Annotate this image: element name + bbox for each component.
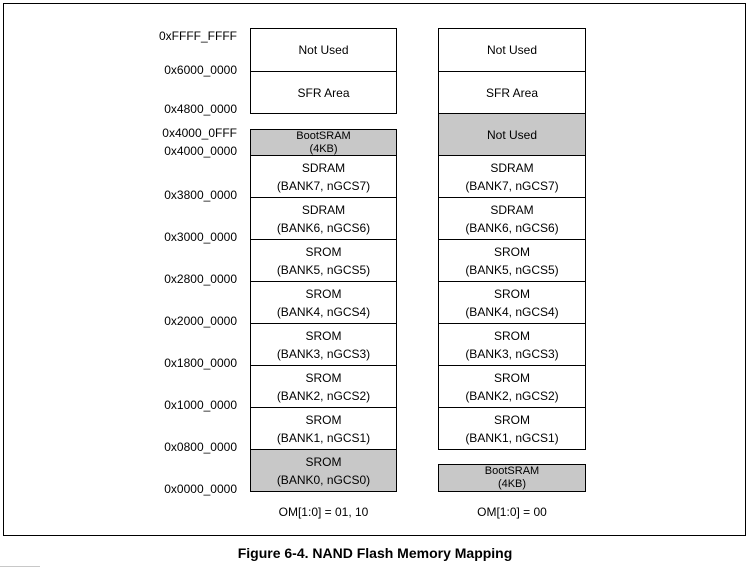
region-srom-bank1: SROM (BANK1, nGCS1) — [438, 407, 586, 450]
region-label: SROM — [305, 454, 342, 469]
figure-title: Figure 6-4. NAND Flash Memory Mapping — [237, 545, 513, 561]
region-not-used: Not Used — [438, 28, 586, 72]
region-bank: (BANK7, nGCS7) — [276, 178, 371, 193]
region-sdram-bank7: SDRAM (BANK7, nGCS7) — [438, 155, 586, 198]
divider — [0, 566, 40, 567]
address-label: 0x3800_0000 — [164, 188, 237, 202]
left-map-caption: OM[1:0] = 01, 10 — [278, 505, 369, 519]
address-label: 0xFFFF_FFFF — [159, 29, 237, 43]
region-srom-bank2: SROM (BANK2, nGCS2) — [250, 365, 397, 408]
address-label: 0x6000_0000 — [164, 63, 237, 77]
region-bank: (BANK7, nGCS7) — [465, 178, 559, 193]
region-label: SDRAM — [490, 202, 534, 217]
address-label: 0x1800_0000 — [164, 356, 237, 370]
region-srom-bank1: SROM (BANK1, nGCS1) — [250, 407, 397, 450]
region-bootsram: BootSRAM (4KB) — [250, 129, 397, 156]
region-bank: (BANK4, nGCS4) — [465, 304, 559, 319]
region-label: SFR Area — [297, 85, 350, 100]
region-sdram-bank6: SDRAM (BANK6, nGCS6) — [438, 197, 586, 240]
region-bank: (BANK3, nGCS3) — [276, 346, 371, 361]
region-label: SROM — [494, 370, 530, 385]
address-label: 0x3000_0000 — [164, 230, 237, 244]
region-not-used: Not Used — [438, 113, 586, 156]
region-srom-bank5: SROM (BANK5, nGCS5) — [250, 239, 397, 282]
region-label: Not Used — [298, 43, 349, 57]
region-bank: (BANK5, nGCS5) — [465, 262, 559, 277]
region-bootsram: BootSRAM (4KB) — [438, 464, 586, 492]
region-label: SROM — [494, 328, 530, 343]
region-bank: (BANK4, nGCS4) — [276, 304, 371, 319]
region-sdram-bank7: SDRAM (BANK7, nGCS7) — [250, 155, 397, 198]
region-bank: (BANK2, nGCS2) — [276, 388, 371, 403]
address-label: 0x4000_0000 — [164, 144, 237, 158]
address-label: 0x0000_0000 — [164, 482, 237, 496]
region-label: SDRAM — [490, 160, 534, 175]
region-srom-bank4: SROM (BANK4, nGCS4) — [438, 281, 586, 324]
region-srom-bank3: SROM (BANK3, nGCS3) — [250, 323, 397, 366]
region-srom-bank5: SROM (BANK5, nGCS5) — [438, 239, 586, 282]
region-bank: (BANK0, nGCS0) — [276, 472, 371, 487]
region-srom-bank3: SROM (BANK3, nGCS3) — [438, 323, 586, 366]
region-srom-bank4: SROM (BANK4, nGCS4) — [250, 281, 397, 324]
region-sfr-area: SFR Area — [438, 71, 586, 114]
region-label: SDRAM — [301, 202, 346, 217]
region-sfr-area: SFR Area — [250, 71, 397, 114]
address-label: 0x0800_0000 — [164, 440, 237, 454]
region-bank: (BANK5, nGCS5) — [276, 262, 371, 277]
region-label: SROM — [494, 286, 530, 301]
region-srom-bank0: SROM (BANK0, nGCS0) — [250, 449, 397, 492]
region-label: Not Used — [486, 127, 538, 142]
address-label: 0x2800_0000 — [164, 272, 237, 286]
region-label: BootSRAM — [296, 129, 351, 142]
figure-frame — [3, 3, 746, 536]
region-size: (4KB) — [309, 142, 338, 155]
region-label: SROM — [305, 328, 342, 343]
region-label: Not Used — [486, 43, 538, 57]
address-label: 0x2000_0000 — [164, 314, 237, 328]
region-srom-bank2: SROM (BANK2, nGCS2) — [438, 365, 586, 408]
right-map-caption: OM[1:0] = 00 — [477, 505, 547, 519]
region-label: SFR Area — [485, 85, 539, 100]
region-bank: (BANK1, nGCS1) — [276, 430, 371, 445]
region-label: SROM — [494, 244, 530, 259]
region-label: SROM — [305, 244, 342, 259]
region-label: SDRAM — [301, 160, 346, 175]
region-label: SROM — [305, 286, 342, 301]
region-bank: (BANK1, nGCS1) — [465, 430, 559, 445]
region-sdram-bank6: SDRAM (BANK6, nGCS6) — [250, 197, 397, 240]
address-label: 0x1000_0000 — [164, 398, 237, 412]
address-label: 0x4800_0000 — [164, 102, 237, 116]
region-not-used: Not Used — [250, 28, 397, 72]
region-label: BootSRAM — [484, 465, 540, 477]
region-label: SROM — [494, 412, 530, 427]
region-label: SROM — [305, 412, 342, 427]
region-bank: (BANK2, nGCS2) — [465, 388, 559, 403]
region-bank: (BANK3, nGCS3) — [465, 346, 559, 361]
region-label: SROM — [305, 370, 342, 385]
address-label: 0x4000_0FFF — [162, 126, 237, 140]
region-bank: (BANK6, nGCS6) — [465, 220, 559, 235]
region-bank: (BANK6, nGCS6) — [276, 220, 371, 235]
region-size: (4KB) — [497, 478, 527, 490]
